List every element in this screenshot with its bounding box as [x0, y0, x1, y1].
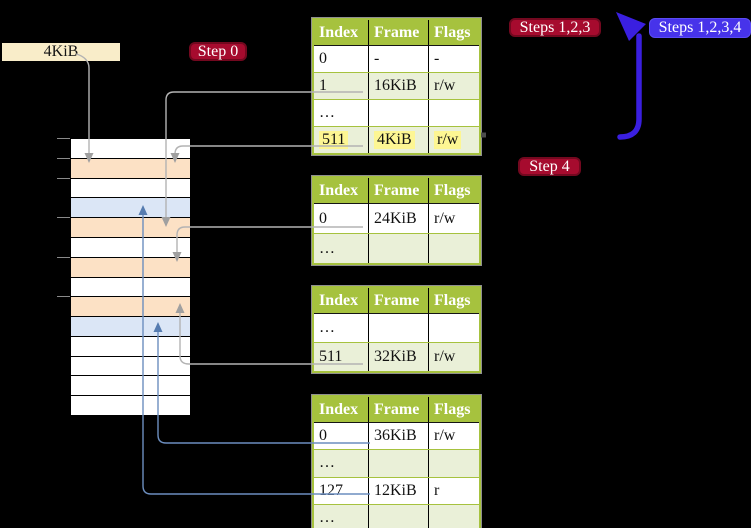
- table-cell: r/w: [428, 343, 479, 371]
- table-cell: 32KiB: [368, 343, 428, 371]
- table-cell: 4KiB: [368, 127, 428, 153]
- memory-frame-row: [70, 336, 191, 357]
- table-cell: r: [428, 477, 479, 504]
- memory-frame-row: [70, 217, 191, 238]
- column-header: Index: [314, 288, 368, 313]
- memory-frame-row: [70, 277, 191, 297]
- table-cell: [428, 504, 479, 528]
- highlighted-value: 4KiB: [374, 131, 415, 149]
- table-cell: -: [428, 46, 479, 72]
- table-cell: [368, 504, 428, 528]
- column-header: Flags: [428, 397, 479, 422]
- column-header: Frame: [368, 288, 428, 313]
- badge-step-4: Step 4: [518, 157, 581, 176]
- table-row: 511 4KiB r/w: [314, 126, 479, 153]
- table-cell: [428, 450, 479, 477]
- table-cell: 511: [319, 348, 343, 365]
- badge-step-0: Step 0: [189, 42, 247, 61]
- loop-arrow: [616, 12, 646, 140]
- page-size-label: 4KiB: [2, 43, 120, 61]
- table-row: 0 --: [314, 45, 479, 72]
- address-tick: [57, 257, 70, 258]
- table-cell: -: [368, 46, 428, 72]
- memory-frame-row: [70, 178, 191, 198]
- table-cell: r/w: [428, 127, 479, 153]
- table-cell: [368, 450, 428, 477]
- memory-frame-row: [70, 158, 191, 179]
- table-row: …: [314, 99, 479, 126]
- table-cell: 0: [319, 209, 327, 227]
- table-cell: 0: [319, 427, 327, 445]
- table-cell: 511: [314, 127, 368, 153]
- table-cell: …: [319, 509, 335, 527]
- column-header: Frame: [368, 20, 428, 45]
- memory-frame-row: [70, 138, 191, 159]
- table-cell: [368, 314, 428, 342]
- column-header: Flags: [428, 20, 479, 45]
- column-header: Flags: [428, 288, 479, 313]
- table-cell: 16KiB: [368, 73, 428, 99]
- table-row: …: [314, 503, 479, 528]
- table-cell: 24KiB: [368, 204, 428, 233]
- table-cell: r/w: [428, 423, 479, 450]
- table-cell: …: [319, 104, 335, 121]
- table-row: …: [314, 449, 479, 477]
- address-tick: [57, 138, 70, 139]
- column-header: Index: [314, 178, 368, 203]
- memory-frame-row: [70, 375, 191, 396]
- highlighted-value: 511: [319, 131, 349, 149]
- address-tick: [57, 296, 70, 297]
- table-cell: [368, 234, 428, 263]
- table-cell: 1: [319, 77, 327, 94]
- address-tick: [57, 217, 70, 218]
- memory-frame-row: [70, 316, 191, 337]
- memory-frame-row: [70, 395, 191, 416]
- table-cell: 12KiB: [368, 477, 428, 504]
- table-cell: r/w: [428, 204, 479, 233]
- column-header: Frame: [368, 178, 428, 203]
- table-cell: …: [319, 319, 335, 336]
- column-header: Index: [314, 397, 368, 422]
- column-header: Flags: [428, 178, 479, 203]
- badge-steps-1-2-3-4: Steps 1,2,3,4: [649, 18, 751, 38]
- table-cell: 36KiB: [368, 423, 428, 450]
- memory-frame-row: [70, 296, 191, 317]
- memory-frame-row: [70, 257, 191, 278]
- table-cell: …: [319, 454, 335, 472]
- column-header: Index: [314, 20, 368, 45]
- table-cell: [368, 100, 428, 126]
- memory-frame-row: [70, 197, 191, 218]
- connector-nub: [481, 132, 486, 138]
- memory-frame-row: [70, 237, 191, 258]
- badge-steps-1-2-3: Steps 1,2,3: [509, 18, 601, 37]
- table-cell: [428, 100, 479, 126]
- arrowhead-upleft-icon: [616, 12, 646, 41]
- column-header: Frame: [368, 397, 428, 422]
- table-row: …: [314, 313, 479, 342]
- table-row: …: [314, 233, 479, 263]
- table-cell: [428, 234, 479, 263]
- memory-frame-row: [70, 356, 191, 376]
- table-cell: 127: [319, 481, 343, 499]
- address-tick: [57, 178, 70, 179]
- address-tick: [57, 158, 70, 159]
- table-cell: 0: [319, 50, 327, 67]
- table-cell: …: [319, 239, 335, 257]
- table-cell: r/w: [428, 73, 479, 99]
- table-cell: [428, 314, 479, 342]
- highlighted-value: r/w: [434, 131, 462, 149]
